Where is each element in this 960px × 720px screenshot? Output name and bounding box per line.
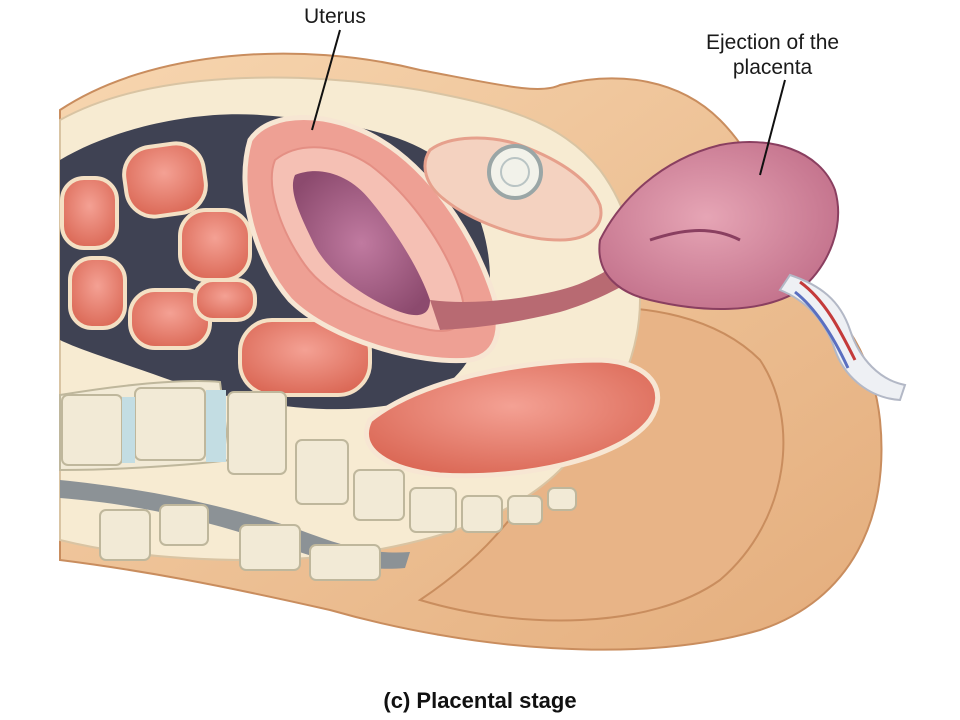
thigh [417, 306, 785, 622]
ejection-label-line-1: Ejection of the [706, 31, 840, 54]
intestines [60, 141, 372, 397]
placenta [598, 141, 840, 310]
figure-caption: (c) Placental stage [383, 688, 577, 713]
vertebral-column [59, 380, 577, 533]
placenta-leader-line [759, 79, 786, 176]
intervertebral-discs [122, 390, 226, 463]
uterine-cavity [292, 171, 430, 316]
ejection-label-line-2: placenta [732, 56, 813, 79]
rectum [364, 357, 661, 479]
uterus-label: Uterus [304, 5, 366, 28]
lower-vertebrae [99, 504, 381, 581]
uterus-leader-line [311, 29, 341, 131]
birth-canal [430, 250, 650, 330]
ejection-of-placenta-label: Ejection of the placenta [706, 30, 839, 80]
placenta-fold [649, 229, 741, 242]
pubic-bone [487, 144, 543, 200]
